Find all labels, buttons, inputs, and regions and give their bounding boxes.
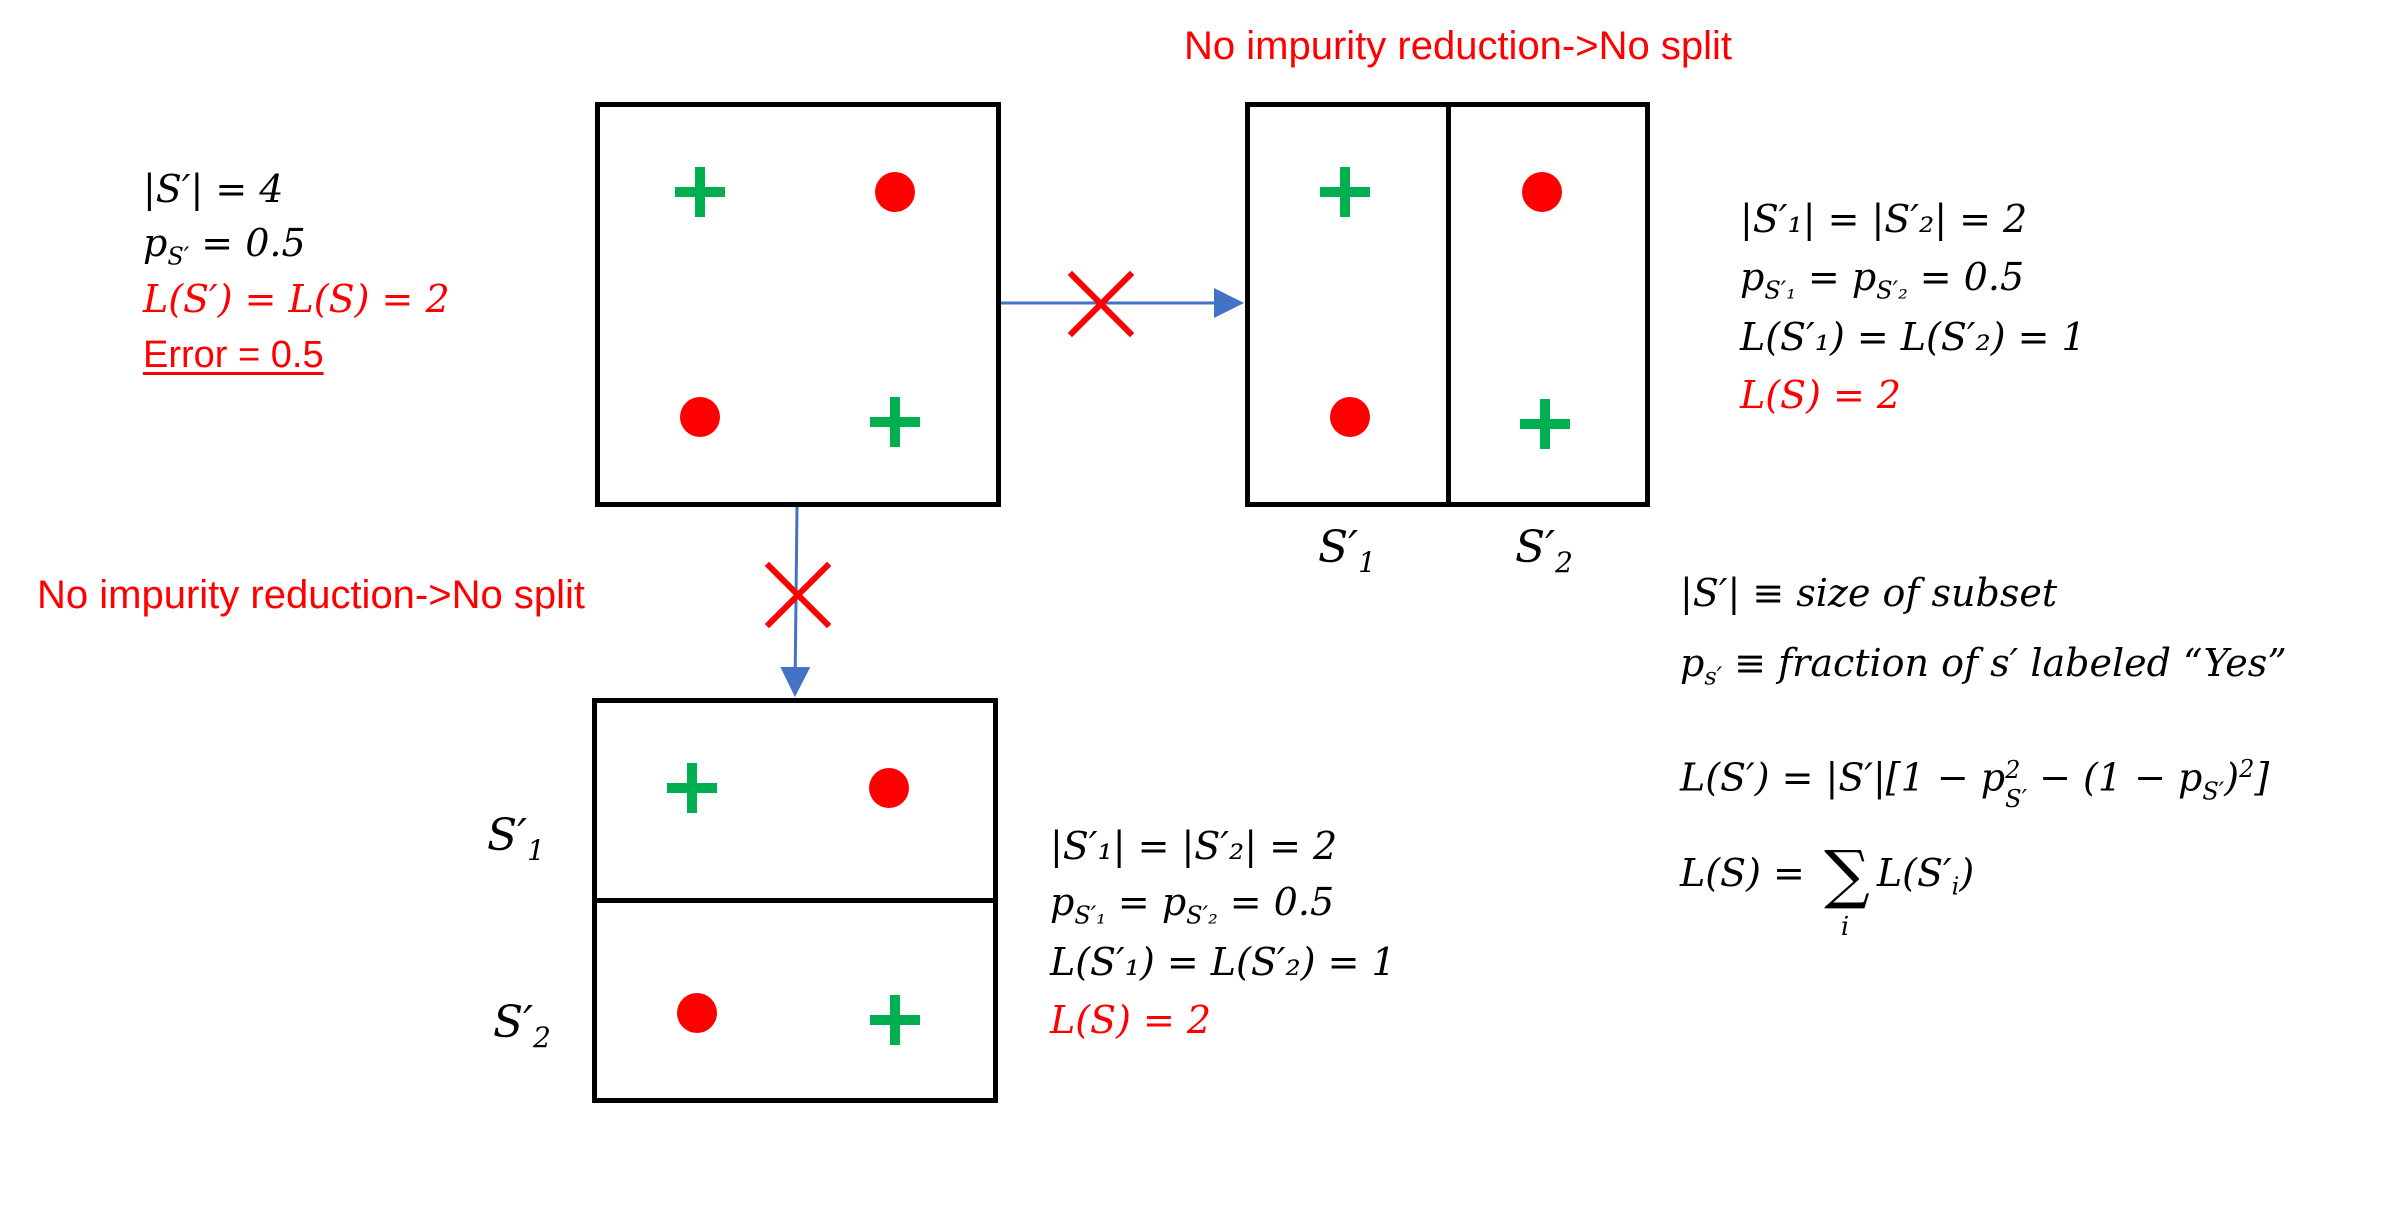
root-loss-label: L(S′) = L(S) = 2	[143, 277, 450, 321]
right-label-s1-symbol: S′	[1318, 522, 1359, 573]
fraction-def-text: ≡ fraction of s′ labeled “Yes”	[1722, 641, 2287, 685]
gini-def-superscript-2: 2	[2239, 755, 2255, 783]
vertical-split-divider	[1446, 107, 1451, 502]
right-label-s2-subscript: 2	[1555, 545, 1573, 579]
sum-def-rhs-subscript: i	[1951, 872, 1960, 901]
right-prob-label: pS′₁ = pS′₂ = 0.5	[1740, 255, 2025, 305]
right-label-s2-symbol: S′	[1515, 522, 1556, 573]
root-prob-label: pS′ = 0.5	[143, 220, 306, 280]
bottom-loss-children: L(S′₁) = L(S′₂) = 1	[1050, 940, 1396, 984]
gini-def-close: ]	[2254, 755, 2270, 800]
bottom-label-s1-subscript: 1	[527, 833, 545, 867]
cross-icon	[1067, 270, 1135, 338]
sum-index: i	[1840, 912, 1850, 942]
sum-symbol: ∑	[1824, 838, 1870, 912]
right-label-s1: S′1	[1318, 522, 1376, 579]
plus-icon	[675, 167, 725, 217]
bottom-split-stats: |S′₁| = |S′₂| = 2 pS′₁ = pS′₂ = 0.5 L(S′…	[1050, 823, 1550, 1053]
definitions-panel: |S′| ≡ size of subset ps′ ≡ fraction of …	[1680, 570, 2360, 970]
gini-def-middle: − (1 − p	[2027, 755, 2203, 800]
right-split-box	[1245, 102, 1650, 507]
gini-def-lhs: L(S′) = |S′|[1 − p	[1680, 755, 2006, 800]
right-prob-symbol: p	[1740, 255, 1765, 299]
right-label-s1-subscript: 1	[1358, 545, 1376, 579]
root-stats: |S′| = 4 pS′ = 0.5 L(S′) = L(S) = 2 Erro…	[143, 166, 543, 386]
bottom-label-s2-subscript: 2	[533, 1020, 551, 1054]
dot-icon	[1522, 172, 1562, 212]
right-loss-children: L(S′₁) = L(S′₂) = 1	[1740, 315, 2086, 359]
gini-def-subscript: S′	[2005, 785, 2028, 814]
sum-def-lhs: L(S) =	[1680, 851, 1817, 895]
root-error-label: Error = 0.5	[143, 334, 324, 376]
gini-def-paren: )	[2224, 755, 2240, 800]
sum-def-rhs: L(S′	[1876, 851, 1952, 895]
plus-icon	[870, 397, 920, 447]
plus-icon	[870, 995, 920, 1045]
bottom-prob-label: pS′₁ = pS′₂ = 0.5	[1050, 880, 1335, 930]
right-split-stats: |S′₁| = |S′₂| = 2 pS′₁ = pS′₂ = 0.5 L(S′…	[1740, 196, 2240, 426]
dot-icon	[869, 768, 909, 808]
bottom-label-s1: S′1	[487, 810, 545, 867]
bottom-size-label: |S′₁| = |S′₂| = 2	[1050, 824, 1338, 868]
right-loss-total: L(S) = 2	[1740, 373, 1902, 417]
root-prob-subscript: S′	[167, 242, 190, 271]
fraction-def-p: p	[1680, 641, 1705, 685]
horizontal-split-divider	[597, 898, 993, 903]
gini-def-superscript: 2	[2005, 755, 2021, 784]
right-label-s2: S′2	[1515, 522, 1573, 579]
sum-def-rhs-end: )	[1959, 851, 1975, 895]
bottom-prob-symbol: p	[1050, 880, 1075, 924]
root-prob-symbol: p	[143, 221, 168, 265]
bottom-label-s2-symbol: S′	[493, 997, 534, 1048]
dot-icon	[677, 993, 717, 1033]
plus-icon	[1520, 399, 1570, 449]
right-size-label: |S′₁| = |S′₂| = 2	[1740, 197, 2028, 241]
size-definition: |S′| ≡ size of subset	[1680, 571, 2058, 615]
bottom-label-s2: S′2	[493, 997, 551, 1054]
root-node-box	[595, 102, 1001, 507]
cross-icon	[764, 561, 832, 629]
gini-def-subscript-2: S′	[2202, 777, 2225, 806]
left-no-split-note: No impurity reduction->No split	[37, 573, 585, 617]
bottom-split-box	[592, 698, 998, 1103]
top-right-no-split-note: No impurity reduction->No split	[1184, 24, 1732, 68]
bottom-prob-value: = 0.5	[1217, 880, 1335, 924]
dot-icon	[875, 172, 915, 212]
right-prob-value: = 0.5	[1907, 255, 2025, 299]
root-size-label: |S′| = 4	[143, 167, 284, 211]
root-prob-value: = 0.5	[189, 221, 306, 265]
fraction-def-subscript: s′	[1704, 662, 1723, 691]
bottom-loss-total: L(S) = 2	[1050, 998, 1212, 1042]
fraction-definition: ps′ ≡ fraction of s′ labeled “Yes”	[1680, 640, 2287, 700]
plus-icon	[1320, 167, 1370, 217]
bottom-label-s1-symbol: S′	[487, 810, 528, 861]
dot-icon	[680, 397, 720, 437]
dot-icon	[1330, 397, 1370, 437]
plus-icon	[667, 763, 717, 813]
